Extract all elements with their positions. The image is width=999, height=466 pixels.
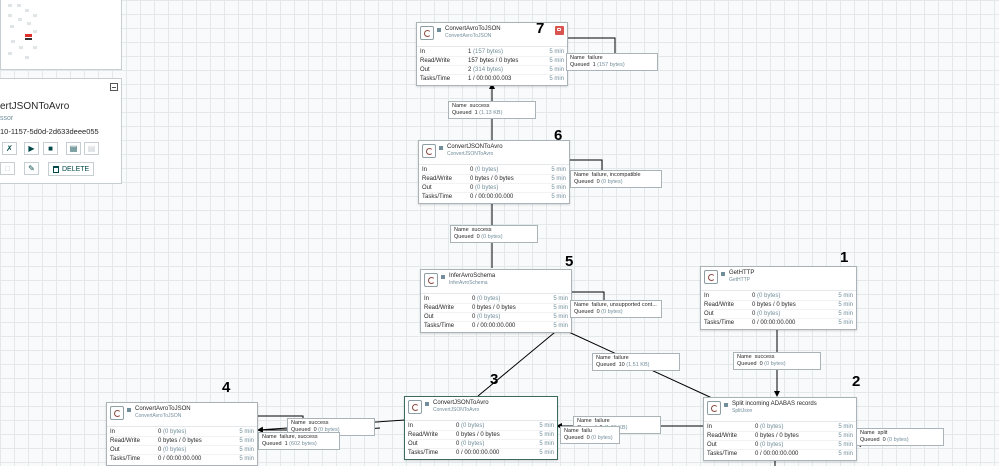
annotation-number-3: 3 xyxy=(490,371,499,388)
trash-icon xyxy=(53,165,59,173)
stopped-icon xyxy=(437,28,441,32)
annotation-number-2: 2 xyxy=(852,373,861,390)
processor-name: ConvertAvroToJSON xyxy=(445,26,501,32)
upload-template-button[interactable]: ▤ xyxy=(84,142,99,155)
processor-name: ConvertAvroToJSON xyxy=(135,406,191,412)
processor-name: Split incoming ADABAS records xyxy=(732,401,817,407)
processor-split-json-2[interactable]: Split incoming ADABAS records SplitJson … xyxy=(703,397,857,461)
processor-icon xyxy=(110,406,124,420)
processor-name: GetHTTP xyxy=(729,270,755,276)
processor-icon xyxy=(422,144,436,158)
delete-button[interactable]: DELETE xyxy=(48,162,95,176)
stopped-icon xyxy=(721,272,725,276)
color-button[interactable]: ✎ xyxy=(24,162,39,175)
processor-icon xyxy=(408,400,422,414)
processor-name: InferAvroSchema xyxy=(449,273,496,279)
processor-type: ConvertJSONToAvro xyxy=(447,151,494,157)
annotation-number-1: 1 xyxy=(840,249,849,266)
processor-type: SplitJson xyxy=(732,408,753,414)
stopped-icon xyxy=(439,146,443,150)
processor-type: ConvertAvroToJSON xyxy=(445,33,492,39)
selected-component-name: ertJSONToAvro xyxy=(0,101,70,112)
processor-icon xyxy=(704,270,718,284)
bulletin-icon[interactable] xyxy=(555,26,564,35)
processor-icon xyxy=(420,26,434,40)
processor-type: GetHTTP xyxy=(729,277,751,283)
stopped-icon xyxy=(441,275,445,279)
annotation-number-5: 5 xyxy=(565,253,574,270)
processor-name: ConvertJSONToAvro xyxy=(447,144,503,150)
stopped-icon xyxy=(724,403,728,407)
annotation-number-4: 4 xyxy=(222,379,231,396)
stop-button[interactable]: ■ xyxy=(43,142,58,155)
configure-button[interactable]: ✗ xyxy=(2,142,17,155)
operate-panel: ertJSONToAvro ssor 10-1157-5d0d-2d633dee… xyxy=(0,78,122,184)
navigate-panel xyxy=(0,0,122,70)
annotation-number-7: 7 xyxy=(536,20,545,37)
birdseye-view[interactable] xyxy=(5,0,119,66)
stopped-icon xyxy=(425,402,429,406)
processor-type: ConvertJSONToAvro xyxy=(433,407,480,413)
create-template-button[interactable]: ▤ xyxy=(66,142,81,155)
annotation-number-6: 6 xyxy=(554,127,563,144)
copy-button[interactable]: □ xyxy=(0,162,15,175)
start-button[interactable]: ▶ xyxy=(24,142,39,155)
selected-component-id: 10-1157-5d0d-2d633deee055 xyxy=(0,127,99,136)
processor-type: InferAvroSchema xyxy=(449,280,488,286)
processor-icon xyxy=(707,401,721,415)
collapse-icon[interactable] xyxy=(110,83,118,91)
processor-type: ConvertAvroToJSON xyxy=(135,413,182,419)
processor-icon xyxy=(424,273,438,287)
processor-name: ConvertJSONToAvro xyxy=(433,400,489,406)
selected-component-type: ssor xyxy=(0,115,14,122)
stopped-icon xyxy=(127,408,131,412)
